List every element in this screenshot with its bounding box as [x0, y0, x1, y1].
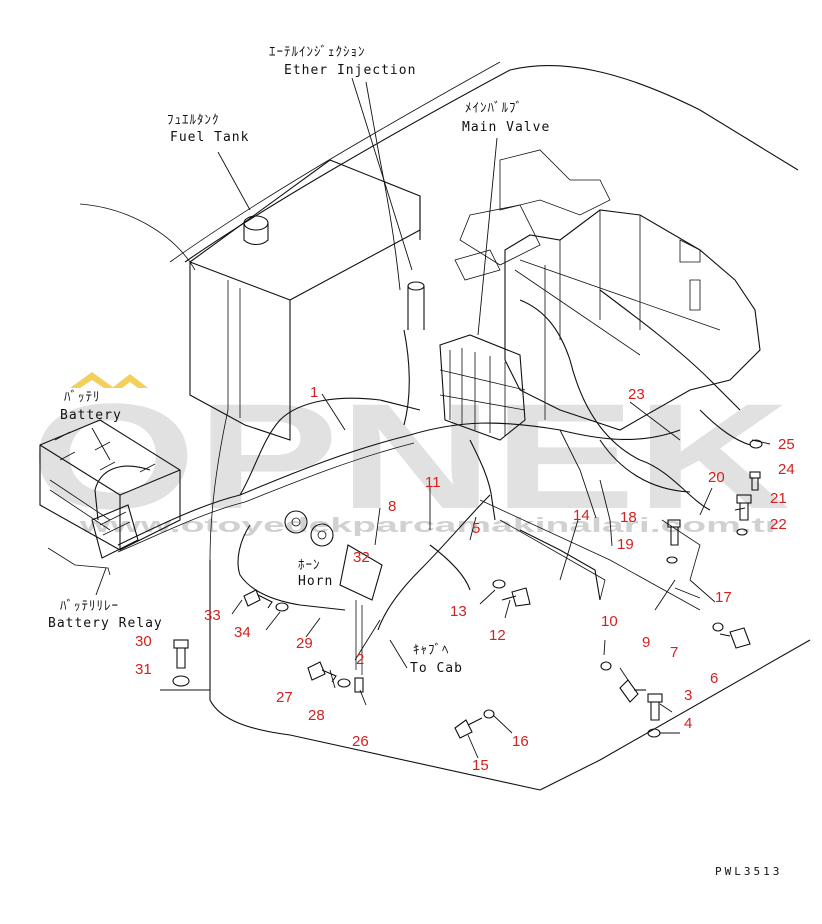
part-number-5: 5 [472, 520, 480, 537]
watermark: OPNEK www.otoyedekparcamakinalari.com.tr [30, 372, 790, 540]
bolt-24-icon [749, 471, 761, 491]
part-number-14: 14 [573, 507, 590, 524]
part-number-27: 27 [276, 689, 293, 706]
bolt-15-icon [454, 717, 483, 739]
part-number-9: 9 [642, 634, 650, 651]
callout-ether-injection: ｴｰﾃﾙｲﾝｼﾞｪｸｼｮﾝ Ether Injection [269, 45, 416, 78]
machine-outline [39, 61, 811, 791]
battery-relay-en: Battery Relay [48, 616, 163, 631]
part-number-11: 11 [425, 474, 441, 491]
ether-injection-ja: ｴｰﾃﾙｲﾝｼﾞｪｸｼｮﾝ [269, 45, 366, 60]
to-cab-en: To Cab [410, 661, 463, 676]
horn-body-left [284, 510, 308, 534]
callout-main-valve: ﾒｲﾝﾊﾞﾙﾌﾞ Main Valve [462, 101, 550, 135]
washer-31-icon [172, 675, 190, 687]
part-number-12: 12 [489, 627, 506, 644]
horn-ja: ﾎｰﾝ [298, 558, 321, 573]
washer-25-icon [749, 439, 763, 449]
part-number-21: 21 [770, 490, 787, 507]
battery-ja: ﾊﾞｯﾃﾘ [64, 390, 101, 405]
callout-to-cab: ｷｬﾌﾞﾍ To Cab [410, 643, 463, 676]
part-number-2: 2 [356, 651, 364, 668]
bolt-3-icon [647, 693, 663, 721]
callout-battery-relay: ﾊﾞｯﾃﾘﾘﾚｰ Battery Relay [48, 599, 163, 631]
washer-10-icon [600, 661, 612, 671]
part-number-17: 17 [715, 589, 732, 606]
part-number-25: 25 [778, 436, 795, 453]
washer-34-icon [275, 602, 289, 612]
part-number-30: 30 [135, 633, 152, 650]
part-number-34: 34 [234, 624, 251, 641]
part-number-28: 28 [308, 707, 325, 724]
clip-26-icon [354, 677, 364, 693]
washer-13-icon [492, 579, 506, 589]
part-number-22: 22 [770, 516, 787, 533]
watermark-chevron-left [70, 372, 114, 388]
washer-7-icon [712, 622, 724, 632]
fuel-tank-ja: ﾌｭｴﾙﾀﾝｸ [167, 113, 220, 128]
bolt-9-icon [619, 679, 646, 703]
part-numbers: 1 2 3 4 5 6 7 8 9 10 11 12 13 14 15 16 1… [135, 384, 795, 774]
wiring-harness [94, 289, 751, 631]
bolt-30-icon [173, 639, 189, 669]
washer-18-icon [666, 556, 678, 564]
bolt-6-icon [719, 627, 751, 649]
part-number-32: 32 [353, 549, 370, 566]
watermark-url: www.otoyedekparcamakinalari.com.tr [78, 515, 780, 537]
main-valve-ja: ﾒｲﾝﾊﾞﾙﾌﾞ [465, 101, 523, 116]
part-number-31: 31 [135, 661, 152, 678]
to-cab-ja: ｷｬﾌﾞﾍ [413, 643, 450, 658]
part-number-4: 4 [684, 715, 692, 732]
hardware [172, 439, 763, 739]
part-number-7: 7 [670, 644, 678, 661]
part-number-16: 16 [512, 733, 529, 750]
fuel-tank-en: Fuel Tank [170, 130, 249, 145]
part-number-29: 29 [296, 635, 313, 652]
part-number-8: 8 [388, 498, 396, 515]
part-number-23: 23 [628, 386, 645, 403]
callout-battery: ﾊﾞｯﾃﾘ Battery [60, 390, 122, 423]
horn-en: Horn [298, 574, 333, 589]
part-number-33: 33 [204, 607, 221, 624]
ether-injection-en: Ether Injection [284, 63, 416, 78]
bolt-12-icon [501, 587, 531, 607]
callout-fuel-tank: ﾌｭｴﾙﾀﾝｸ Fuel Tank [167, 113, 249, 145]
washer-4-icon [647, 728, 661, 738]
washer-16-icon [483, 709, 495, 719]
part-number-3: 3 [684, 687, 692, 704]
bolt-27-icon [307, 661, 337, 683]
washer-22-icon [736, 528, 748, 536]
horn-body-right [310, 523, 334, 547]
battery-relay-ja: ﾊﾞｯﾃﾘﾘﾚｰ [60, 599, 119, 614]
main-valve-en: Main Valve [462, 120, 550, 135]
part-number-15: 15 [472, 757, 489, 774]
part-number-10: 10 [601, 613, 618, 630]
bolt-19-icon [667, 519, 681, 546]
fuel-cap [243, 215, 269, 231]
part-number-20: 20 [708, 469, 725, 486]
part-number-6: 6 [710, 670, 718, 687]
drawing-code: PWL3513 [715, 865, 782, 878]
callout-horn: ﾎｰﾝ Horn [298, 558, 333, 589]
part-number-1: 1 [310, 384, 318, 401]
battery-en: Battery [60, 408, 122, 423]
bolt-34-icon [243, 589, 273, 609]
part-number-19: 19 [617, 536, 634, 553]
part-number-18: 18 [620, 509, 637, 526]
washer-28-icon [337, 678, 351, 688]
part-number-26: 26 [352, 733, 369, 750]
part-number-13: 13 [450, 603, 467, 620]
bolt-21-icon [736, 494, 752, 521]
part-number-24: 24 [778, 461, 795, 478]
watermark-chevron-right [112, 374, 148, 388]
